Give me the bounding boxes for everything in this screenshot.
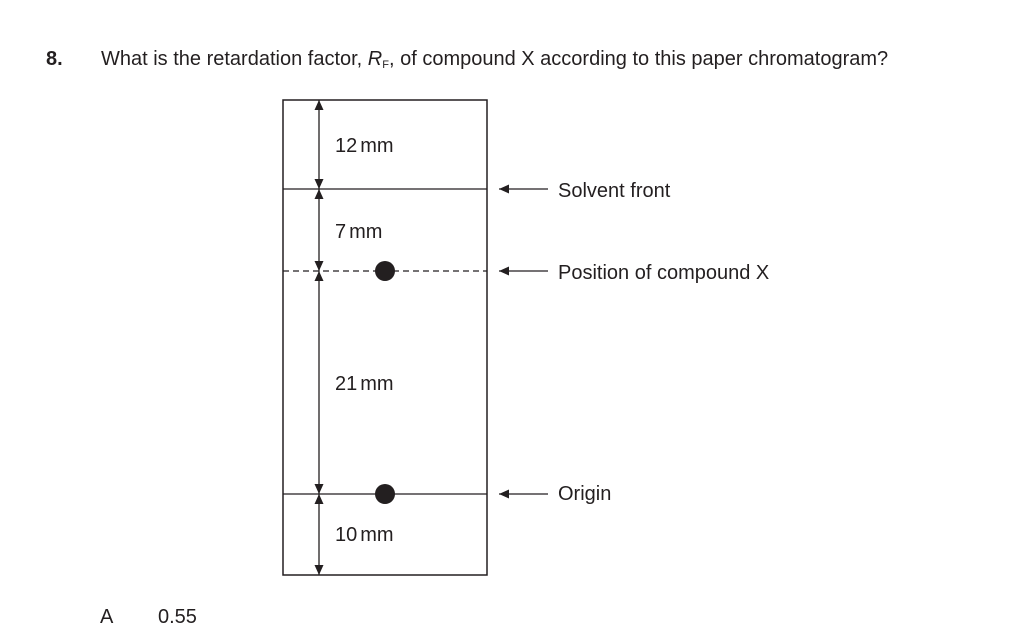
chromatography-paper [282,99,488,576]
option-letter: A [100,606,114,628]
compound-position-label: Position of compound X [558,262,769,284]
question-text-after: , of compound X according to this paper … [388,48,889,70]
option-value: 0.55 [158,606,197,628]
rf-subscript: F [382,59,389,71]
compound-x-spot [375,261,395,281]
rf-symbol: R [367,48,383,70]
question-text: What is the retardation factor, RF, of c… [101,44,888,80]
origin-spot [375,484,395,504]
origin-label: Origin [558,483,611,505]
solvent-front-label: Solvent front [558,180,671,202]
question-text-before: What is the retardation factor, [101,48,368,70]
question-number: 8. [46,48,63,70]
